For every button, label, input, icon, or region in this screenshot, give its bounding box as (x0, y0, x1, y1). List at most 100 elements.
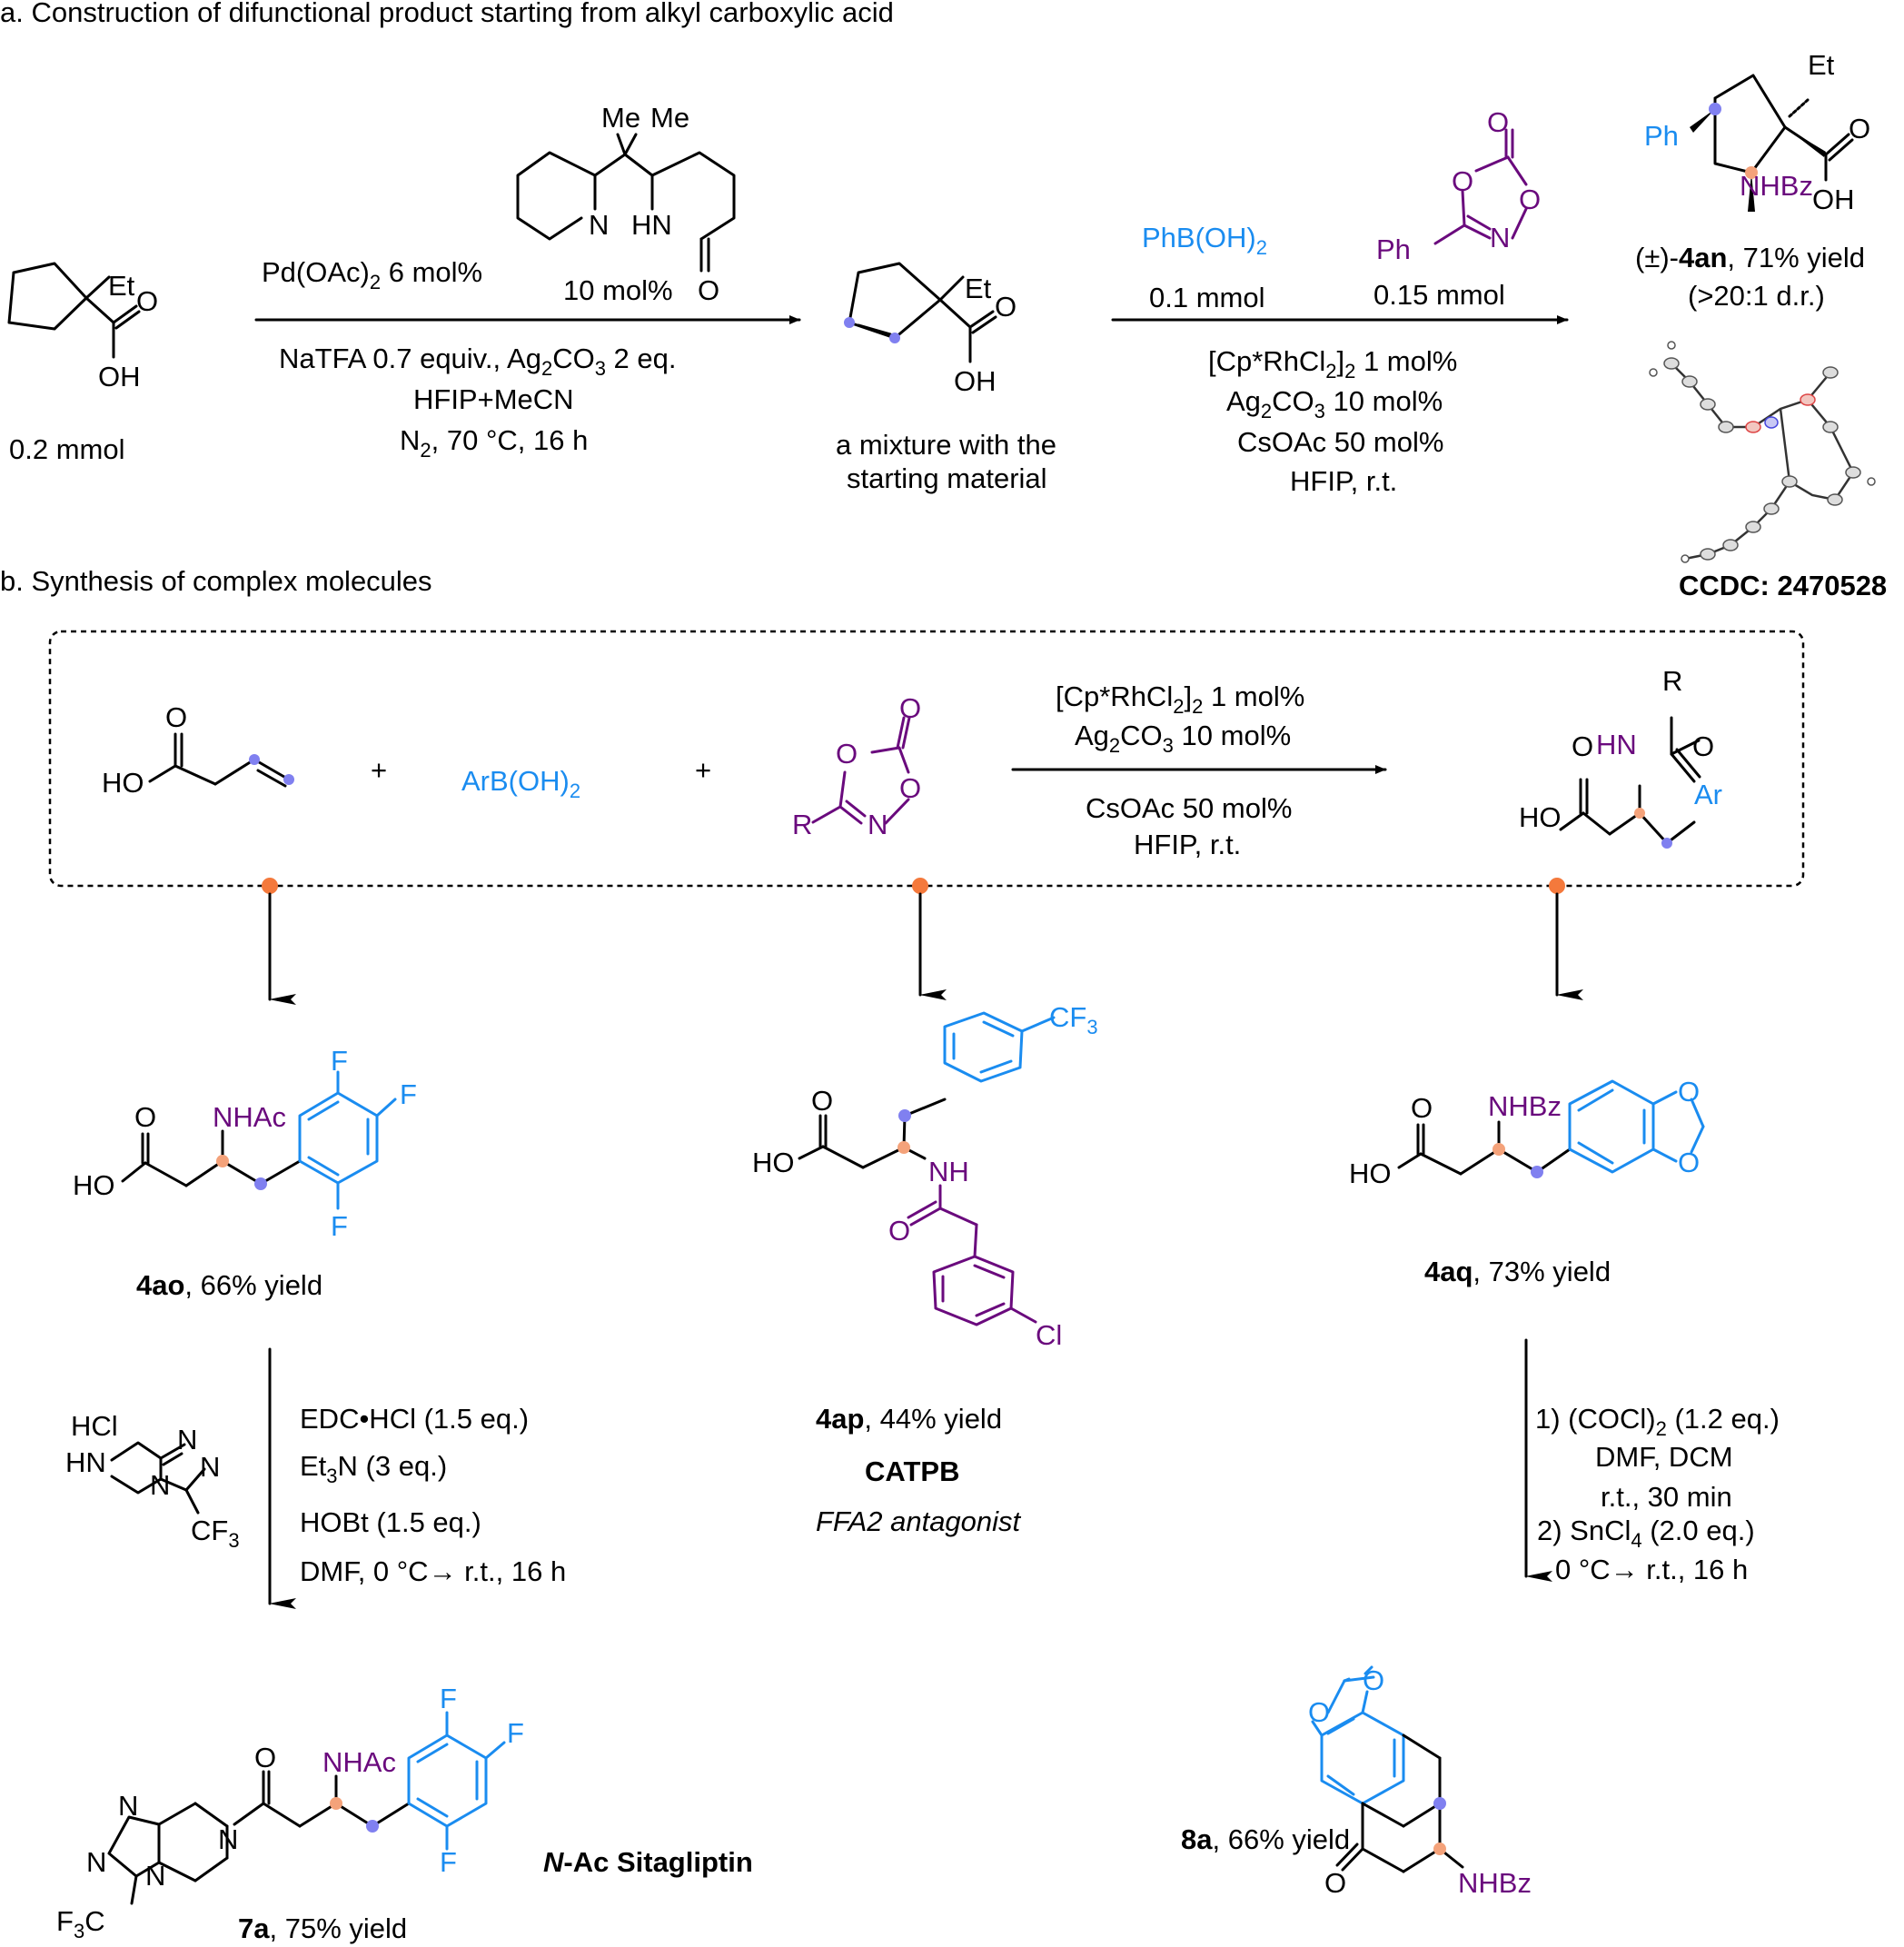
diox-n: N (1490, 222, 1510, 253)
7a-o: O (254, 1742, 276, 1773)
section-a-title: a. Construction of difunctional product … (0, 0, 894, 28)
8a-o-ring1: O (1363, 1664, 1384, 1696)
step-7a-cond2: Et3N (3 eq.) (300, 1450, 447, 1487)
gen-prod-ho: HO (1519, 801, 1562, 833)
alkene-dot-terminal (283, 774, 294, 785)
4ap-cl: Cl (1036, 1319, 1062, 1351)
diox-o2: O (1519, 184, 1541, 215)
7a-dot-amide (330, 1797, 342, 1810)
dioxazolone-structure: O O O N Ph (1376, 106, 1541, 265)
4aq-ho: HO (1349, 1157, 1392, 1189)
ligand-me2: Me (650, 102, 689, 134)
general-reaction-box (48, 630, 1805, 888)
general-cond3: CsOAc 50 mol% (1086, 792, 1292, 824)
ligand-hn: HN (631, 209, 672, 241)
4an-nhbz: NHBz (1740, 170, 1813, 202)
starting-material-structure: Et O OH (7, 262, 158, 392)
int-et-label: Et (965, 273, 992, 304)
4aq-o-ring1: O (1678, 1076, 1700, 1108)
intermediate-note-2: starting material (847, 462, 1047, 494)
diox-ph: Ph (1376, 233, 1411, 265)
general-product-dot-amide (1634, 808, 1645, 819)
reagent-hcl: HCl (71, 1410, 118, 1442)
4ap-nh: NH (928, 1156, 969, 1187)
general-product-structure: R HN O O HO Ar (1519, 665, 1722, 849)
7a-name: N-Ac Sitagliptin (543, 1846, 753, 1878)
7a-n3: N (145, 1860, 165, 1892)
butenoic-acid-structure: O HO (102, 701, 294, 799)
4ao-f1: F (331, 1045, 348, 1077)
4an-ph: Ph (1644, 120, 1679, 152)
4ap-activity: FFA2 antagonist (816, 1505, 1022, 1537)
int-oh-label: OH (954, 365, 997, 397)
ccdc-number: CCDC: 2470528 (1679, 570, 1887, 601)
7a-dot-aryl (366, 1820, 379, 1833)
4aq-dot-amide (1492, 1143, 1505, 1156)
4ao-label: 4ao, 66% yield (136, 1269, 322, 1301)
ligand-n: N (589, 209, 609, 241)
step1-cond2: HFIP+MeCN (413, 383, 574, 415)
step1-cond1: NaTFA 0.7 equiv., Ag2CO3 2 eq. (279, 343, 677, 380)
gen-prod-hn: HN (1596, 729, 1637, 760)
step2-cond2: Ag2CO3 10 mol% (1226, 385, 1443, 422)
gen-prod-o1: O (1572, 730, 1593, 762)
aryl-boronic-acid: ArB(OH)2 (461, 765, 580, 802)
step2-cond4: HFIP, r.t. (1290, 465, 1397, 497)
ligand-me1: Me (601, 102, 640, 134)
branch-dot-4ap (912, 878, 928, 894)
8a-dot-aryl (1433, 1797, 1446, 1810)
step-8a-cond5: 0 °C→ r.t., 16 h (1555, 1554, 1748, 1585)
int-o-label: O (995, 291, 1016, 323)
4an-et: Et (1808, 49, 1835, 81)
step1-ligand-load: 10 mol% (563, 274, 673, 306)
4aq-nhbz: NHBz (1488, 1090, 1562, 1122)
gen-diox-n: N (868, 809, 888, 840)
7a-label: 7a, 75% yield (238, 1912, 407, 1944)
4ap-ho: HO (752, 1147, 795, 1178)
7a-n4: N (218, 1823, 238, 1855)
4ap-o2: O (888, 1215, 910, 1247)
8a-o-ring2: O (1308, 1696, 1330, 1728)
7a-f2: F (507, 1717, 524, 1749)
branch-dot-4aq (1549, 878, 1565, 894)
general-cond1: [Cp*RhCl2]2 1 mol% (1056, 680, 1304, 718)
acid-o: O (165, 701, 187, 733)
compound-7a-structure: O NHAc F F F N N N N F3C (56, 1683, 524, 1942)
step-7a-cond1: EDC•HCl (1.5 eq.) (300, 1403, 529, 1435)
step-8a-cond1: 1) (COCl)2 (1.2 eq.) (1535, 1403, 1780, 1440)
4ap-o: O (811, 1085, 833, 1117)
product-4an-dr: (>20:1 d.r.) (1688, 280, 1825, 312)
reagent-hn: HN (65, 1446, 106, 1478)
gen-diox-o-top: O (899, 692, 921, 724)
general-cond2: Ag2CO3 10 mol% (1075, 720, 1291, 757)
4ao-ho: HO (73, 1169, 115, 1201)
4ap-name: CATPB (865, 1455, 959, 1487)
4an-dot-aryl (1709, 103, 1721, 115)
gen-diox-r: R (792, 809, 812, 840)
ligand-o: O (698, 274, 719, 306)
4ap-dot-amide (897, 1141, 910, 1154)
7a-n1: N (118, 1790, 138, 1822)
step1-cond3: N2, 70 °C, 16 h (400, 424, 588, 462)
8a-nhbz: NHBz (1458, 1867, 1532, 1899)
product-4an-label: (±)-4an, 71% yield (1635, 242, 1865, 273)
7a-f3c: F3C (56, 1905, 105, 1942)
general-cond4: HFIP, r.t. (1134, 829, 1241, 860)
compound-8a-structure: O O O NHBz (1308, 1664, 1532, 1899)
8a-dot-amide (1433, 1843, 1446, 1855)
triazolopiperazine-reagent: HCl HN N N N CF3 (65, 1410, 240, 1552)
4an-o: O (1849, 113, 1870, 144)
7a-f1: F (440, 1683, 457, 1714)
4aq-label: 4aq, 73% yield (1424, 1256, 1611, 1287)
gen-diox-o2: O (899, 772, 921, 804)
gen-diox-o1: O (836, 738, 858, 770)
7a-n2: N (86, 1846, 106, 1878)
reagent-n3: N (150, 1469, 170, 1501)
7a-f3: F (440, 1846, 457, 1878)
sm-oh-label: OH (98, 361, 141, 392)
ligand-structure: Me Me N HN O (516, 102, 736, 306)
4aq-o-ring2: O (1678, 1147, 1700, 1178)
sm-amount: 0.2 mmol (9, 433, 124, 465)
step2-cond3: CsOAc 50 mol% (1237, 426, 1443, 458)
general-product-dot-aryl (1661, 838, 1672, 849)
